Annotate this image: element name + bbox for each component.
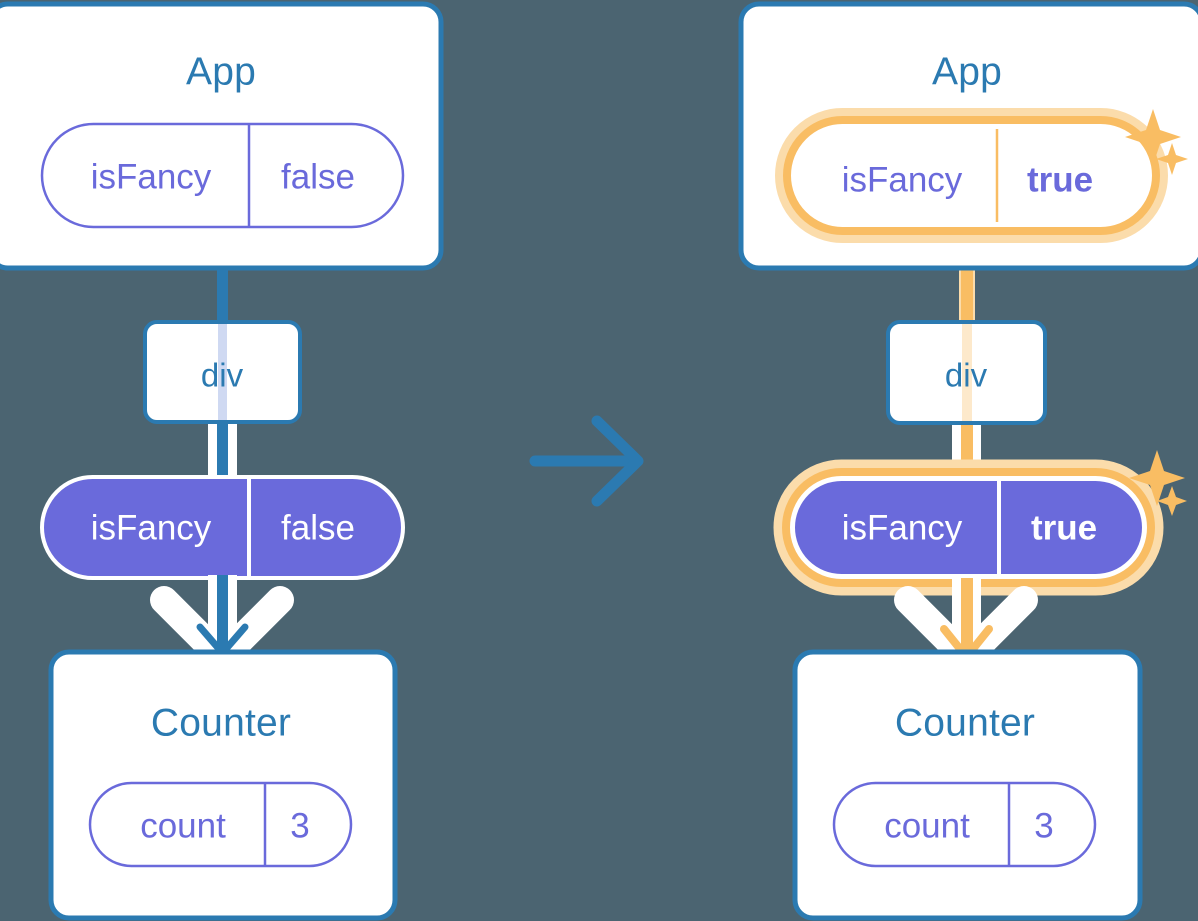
left-prop-pill[interactable] [40, 475, 405, 580]
right-div-box[interactable] [886, 320, 1047, 425]
sparkle-small-icon [1157, 486, 1187, 516]
left-arrow-pill-to-counter [150, 575, 294, 672]
transition-arrow-right-icon [529, 415, 644, 507]
right-app-state-pill[interactable] [775, 108, 1168, 243]
sparkle-small-icon [1156, 143, 1188, 175]
left-connector-div-to-pill [208, 418, 237, 482]
sparkle-large-icon [1129, 450, 1185, 506]
right-arrow-pill-to-counter [894, 578, 1038, 672]
right-app-sparkle-group [1125, 109, 1188, 175]
left-counter-state-pill[interactable] [88, 781, 353, 868]
left-app-state-pill[interactable] [40, 122, 405, 229]
left-div-box[interactable] [143, 320, 302, 424]
right-prop-sparkle-group [1129, 450, 1187, 516]
right-counter-state-pill[interactable] [832, 781, 1097, 868]
sparkle-large-icon [1125, 109, 1181, 165]
right-prop-pill[interactable] [773, 459, 1164, 596]
